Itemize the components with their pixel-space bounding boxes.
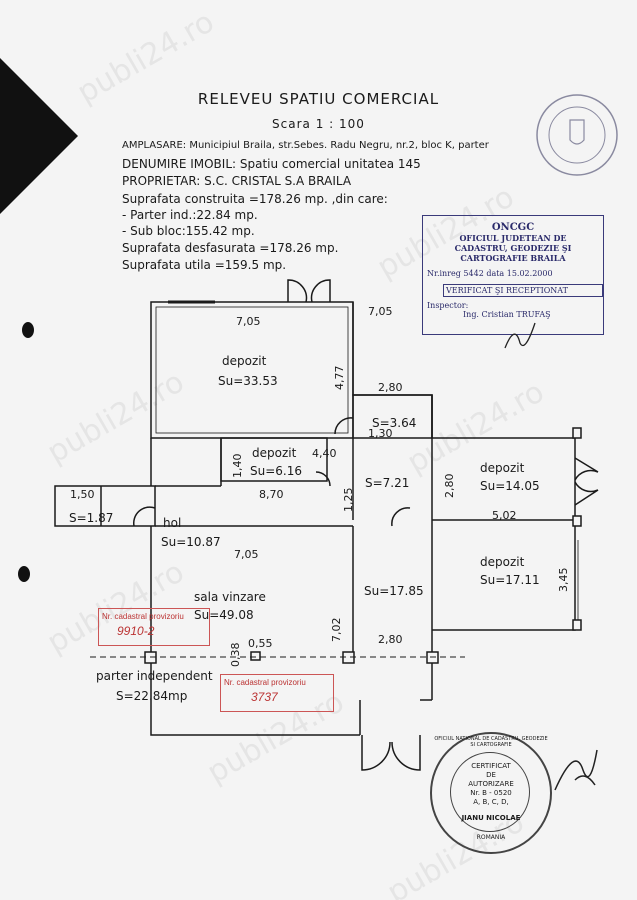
denumire-line: DENUMIRE IMOBIL: Spatiu comercial unitat… xyxy=(122,157,421,171)
dim-label: 7,02 xyxy=(330,617,343,643)
crest-stamp xyxy=(536,94,618,176)
scale-label: Scara 1 : 100 xyxy=(272,117,365,131)
dim-label: 7,05 xyxy=(368,305,393,318)
dim-label: 4,77 xyxy=(333,365,346,391)
parter-ind-line: - Parter ind.:22.84 mp. xyxy=(122,208,258,222)
oncgc-stamp: ONCGC OFICIUL JUDETEAN DE CADASTRU, GEOD… xyxy=(422,215,604,335)
dim-label: 2,80 xyxy=(378,633,403,646)
room-name: hol xyxy=(163,516,182,530)
room-area: S=3.64 xyxy=(372,416,417,430)
room-area: Su=6.16 xyxy=(250,464,302,478)
room-area: Su=49.08 xyxy=(194,608,254,622)
dim-label: 2,80 xyxy=(443,473,456,499)
dim-label: 0,38 xyxy=(229,642,242,668)
black-corner-mark xyxy=(0,58,78,214)
signature xyxy=(554,749,598,791)
dim-label: 0,55 xyxy=(248,637,273,650)
dim-label: 7,05 xyxy=(234,548,259,561)
parter-label: parter independent xyxy=(96,669,213,683)
stamp-name: Ing. Cristian TRUFAŞ xyxy=(463,310,551,319)
dim-label: 7,05 xyxy=(236,315,261,328)
stamp-ring-text: OFICIUL NATIONAL DE CADASTRU, GEODEZIE S… xyxy=(434,736,548,748)
dim-label: 1,30 xyxy=(368,427,393,440)
supr-utila-line: Suprafata utila =159.5 mp. xyxy=(122,258,287,272)
dim-label: 2,80 xyxy=(378,381,403,394)
supr-construita-line: Suprafata construita =178.26 mp. ,din ca… xyxy=(122,192,388,206)
stamp-line: CADASTRU, GEODEZIE ŞI xyxy=(454,243,572,253)
punch-hole xyxy=(18,566,30,582)
dim-label: 1,25 xyxy=(342,487,355,513)
stamp-inreg: Nr.inreg 5442 data 15.02.2000 xyxy=(427,269,553,278)
room-name: depozit xyxy=(480,461,525,475)
document-title: RELEVEU SPATIU COMERCIAL xyxy=(197,90,440,108)
proprietar-line: PROPRIETAR: S.C. CRISTAL S.A BRAILA xyxy=(122,174,352,188)
signature xyxy=(504,322,536,349)
room-area: Su=14.05 xyxy=(480,479,540,493)
room-area: S=1.87 xyxy=(69,511,114,525)
dim-label: 1,50 xyxy=(70,488,95,501)
room-area: Su=17.85 xyxy=(364,584,424,598)
dim-label: 1,40 xyxy=(231,453,244,479)
room-name: sala vinzare xyxy=(194,590,266,604)
dim-label: 4,40 xyxy=(312,447,337,460)
stamp-line: OFICIUL JUDETEAN DE xyxy=(459,233,567,243)
parter-area: S=22.84mp xyxy=(116,689,188,703)
room-name: depozit xyxy=(252,446,297,460)
dim-label: 8,70 xyxy=(259,488,284,501)
sub-bloc-line: - Sub bloc:155.42 mp. xyxy=(122,224,255,238)
dim-label: 3,45 xyxy=(557,567,570,593)
room-name: depozit xyxy=(222,354,267,368)
room-area: S=7.21 xyxy=(365,476,410,490)
stamp-inspector: Inspector: xyxy=(427,301,469,310)
room-name: depozit xyxy=(480,555,525,569)
cadastral-stamp: Nr. cadastral provizoriu 3737 xyxy=(220,674,334,712)
supr-desfasurata-line: Suprafata desfasurata =178.26 mp. xyxy=(122,241,339,255)
amplasare-line: AMPLASARE: Municipiul Braila, str.Sebes.… xyxy=(122,140,489,151)
cadastral-stamp: Nr. cadastral provizoriu 9910-2 xyxy=(98,608,210,646)
stamp-org: ONCGC xyxy=(491,222,535,233)
room-area: Su=17.11 xyxy=(480,573,540,587)
room-area: Su=10.87 xyxy=(161,535,221,549)
dim-label: 5,02 xyxy=(492,509,517,522)
punch-hole xyxy=(22,322,34,338)
room-area: Su=33.53 xyxy=(218,374,278,388)
authorization-stamp: OFICIUL NATIONAL DE CADASTRU, GEODEZIE S… xyxy=(430,732,552,854)
stamp-line: CARTOGRAFIE BRAILA xyxy=(460,253,566,263)
stamp-verif: VERIFICAT ŞI RECEPTIONAT xyxy=(443,284,603,297)
